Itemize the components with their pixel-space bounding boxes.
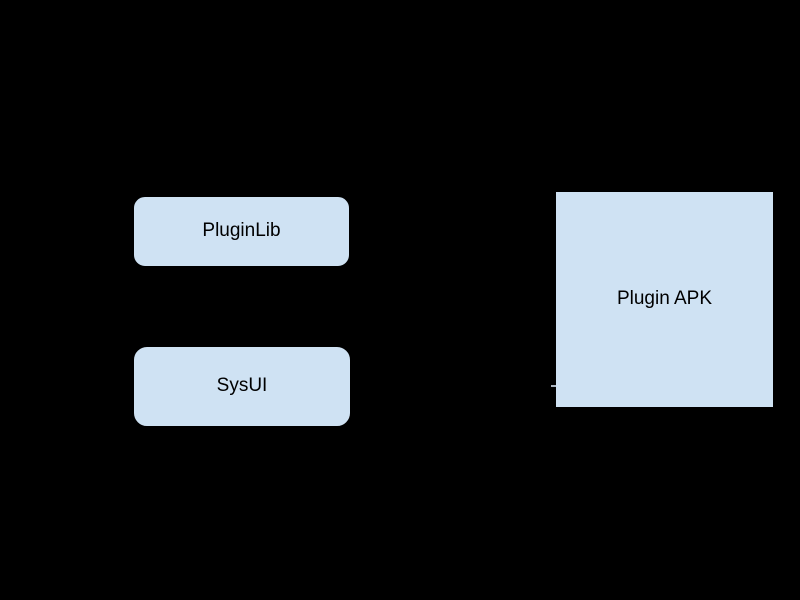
arrow-remnant-dash	[551, 385, 556, 387]
node-pluginlib: PluginLib	[133, 196, 350, 267]
node-plugin-apk: Plugin APK	[555, 191, 774, 408]
node-plugin-apk-label: Plugin APK	[616, 288, 713, 310]
node-sysui-label: SysUI	[216, 375, 268, 397]
node-sysui: SysUI	[133, 346, 351, 427]
node-pluginlib-label: PluginLib	[202, 220, 281, 242]
